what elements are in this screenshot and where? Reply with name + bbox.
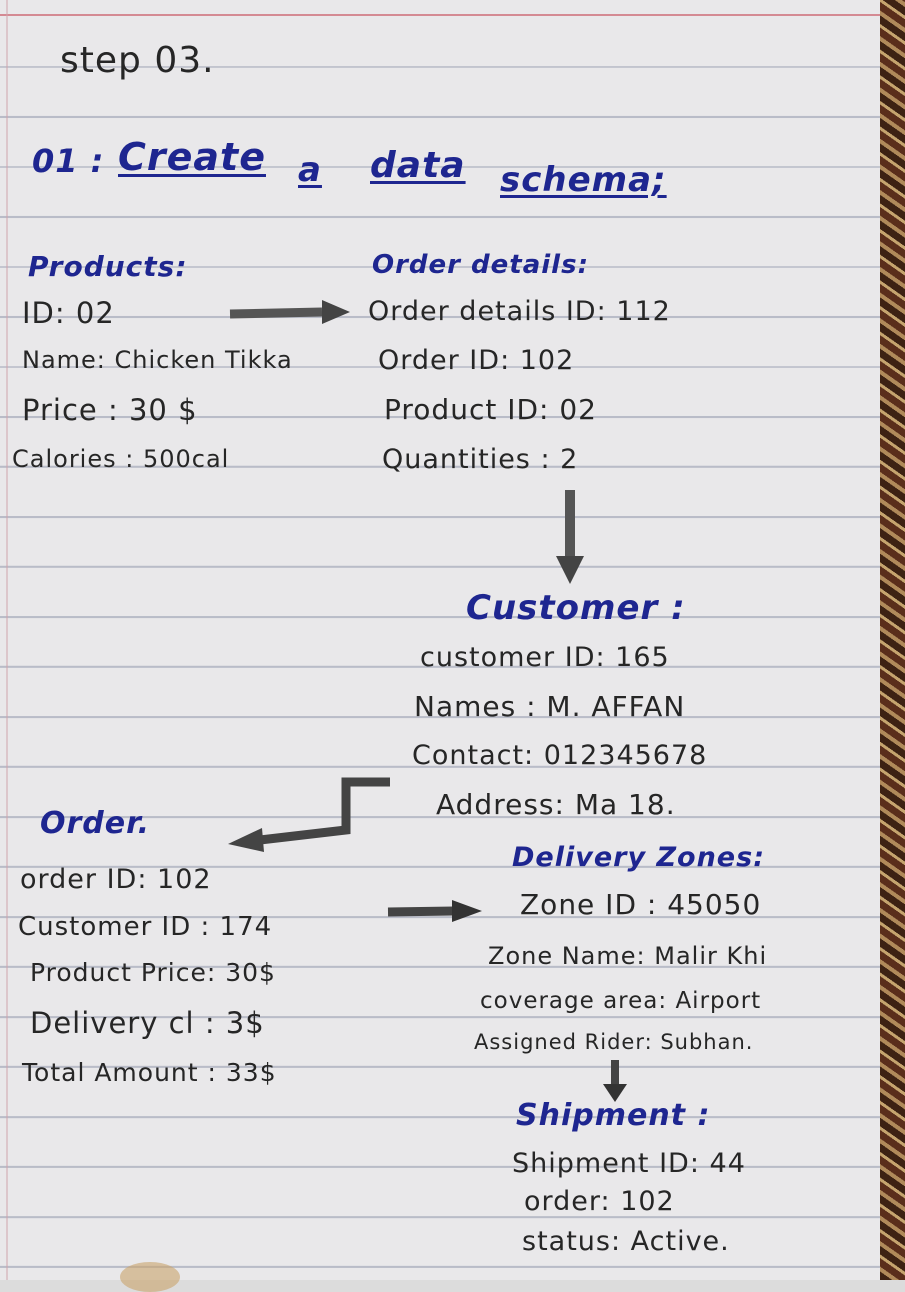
heading-word-data: data — [370, 145, 466, 186]
heading-word-create: Create — [118, 135, 266, 179]
order-details-line: Quantities : 2 — [382, 444, 579, 475]
arrow-delivery-zones-to-shipment — [603, 1060, 627, 1102]
shipment-line: order: 102 — [524, 1186, 675, 1217]
shipment-title: Shipment : — [516, 1098, 711, 1133]
products-line: ID: 02 — [22, 296, 115, 330]
order-details-line: Order details ID: 112 — [368, 296, 671, 327]
products-line: Calories : 500cal — [12, 445, 230, 473]
orders-title: Order. — [40, 806, 151, 841]
products-line: Name: Chicken Tikka — [22, 346, 293, 374]
top-margin-line — [0, 14, 880, 16]
delivery-zones-line: Zone ID : 45050 — [520, 888, 762, 921]
delivery-zones-line: coverage area: Airport — [480, 988, 762, 1014]
orders-line: Customer ID : 174 — [18, 912, 273, 942]
arrow-order-details-to-customer — [556, 490, 584, 584]
background-rug — [880, 0, 905, 1280]
customer-line: Names : M. AFFAN — [414, 690, 686, 723]
shipment-line: Shipment ID: 44 — [512, 1148, 746, 1179]
step-label: step 03. — [60, 40, 215, 81]
orders-line: Total Amount : 33$ — [22, 1058, 277, 1087]
order-details-line: Order ID: 102 — [378, 345, 575, 376]
heading-word-schema: schema; — [500, 160, 667, 200]
arrow-orders-to-delivery-zones — [387, 900, 482, 922]
customer-line: customer ID: 165 — [420, 642, 670, 673]
products-title: Products: — [28, 250, 188, 283]
products-line: Price : 30 $ — [22, 393, 198, 427]
heading-number: 01 : — [32, 142, 105, 180]
delivery-zones-title: Delivery Zones: — [512, 842, 765, 873]
delivery-zones-line: Zone Name: Malir Khi — [488, 942, 768, 970]
orders-line: order ID: 102 — [20, 864, 212, 895]
arrow-products-to-order-details — [229, 300, 350, 324]
order-details-line: Product ID: 02 — [384, 393, 597, 426]
arrow-customer-to-orders — [228, 777, 390, 852]
left-margin-line — [6, 0, 8, 1280]
customer-title: Customer : — [466, 588, 686, 628]
orders-line: Delivery cl : 3$ — [30, 1006, 265, 1040]
notebook-page: step 03. 01 : Create a data schema; Prod… — [0, 0, 880, 1292]
customer-line: Address: Ma 18. — [436, 788, 676, 821]
shipment-line: status: Active. — [522, 1226, 730, 1257]
table-stain — [120, 1262, 180, 1292]
delivery-zones-line: Assigned Rider: Subhan. — [474, 1030, 754, 1054]
orders-line: Product Price: 30$ — [30, 958, 276, 987]
customer-line: Contact: 012345678 — [412, 740, 708, 771]
heading-word-a: a — [298, 150, 322, 190]
order-details-title: Order details: — [372, 250, 589, 280]
